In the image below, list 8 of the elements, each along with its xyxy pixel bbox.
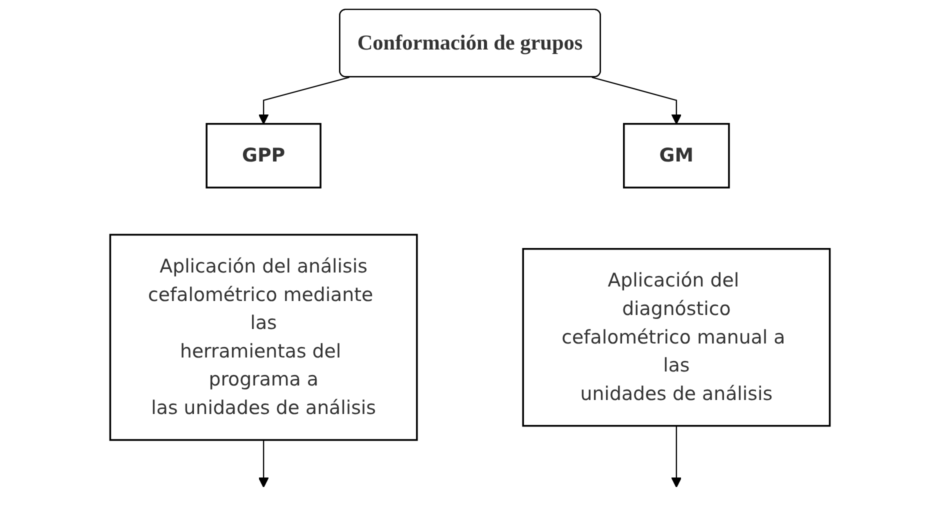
arrow bbox=[258, 440, 269, 488]
arrow bbox=[592, 76, 682, 124]
node-box: Aplicación del diagnóstico cefalométrico manual a las unidades de análisis bbox=[522, 248, 831, 427]
node-box: GM bbox=[623, 122, 730, 188]
node-box: GPP bbox=[206, 122, 322, 188]
arrow bbox=[258, 76, 350, 124]
node-box: Aplicación del análisis cefalométrico mediante las herramientas del programa a las unidades de análisis bbox=[109, 234, 418, 441]
arrow bbox=[671, 426, 682, 488]
